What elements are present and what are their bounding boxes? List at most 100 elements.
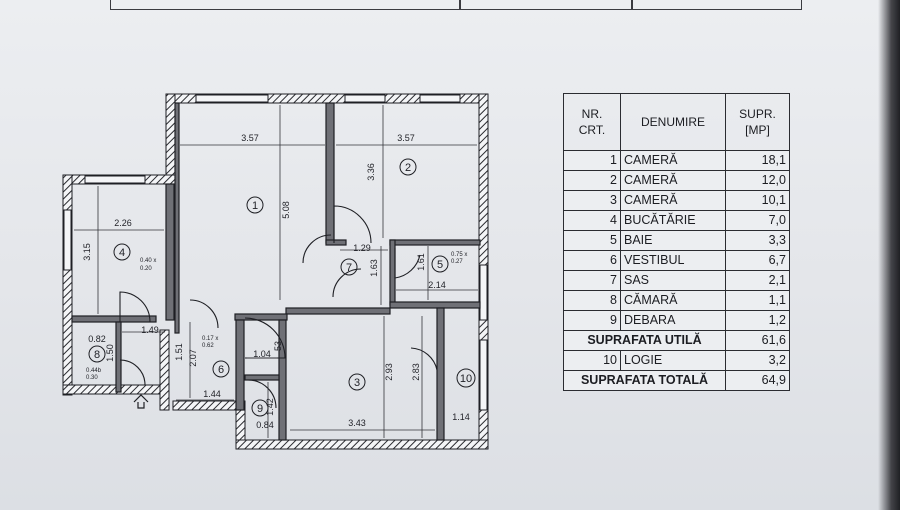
room-number-8: 8 xyxy=(94,349,100,361)
room-circles xyxy=(88,158,476,417)
entrance-arrow-icon xyxy=(133,394,149,409)
row-denumire: BAIE xyxy=(620,230,726,251)
row-suprafata: 2,1 xyxy=(725,270,790,291)
dim-label: 3.57 xyxy=(241,133,259,143)
row-suprafata: 1,2 xyxy=(725,310,790,331)
room-number-6: 6 xyxy=(218,364,224,376)
dimension-labels: 3.57 5.08 3.57 3.36 2.26 3.15 1.29 1.63 … xyxy=(82,133,470,430)
dim-label: 2.93 xyxy=(384,363,394,381)
room-number-10: 10 xyxy=(460,373,472,385)
dim-label: 3.43 xyxy=(348,418,366,428)
row-nr: 3 xyxy=(563,190,621,211)
row-nr: 7 xyxy=(563,270,621,291)
row-suprafata: 18,1 xyxy=(725,150,790,171)
window-bands xyxy=(63,94,488,411)
header-nr: NR. CRT. xyxy=(563,93,621,151)
dim-label: 0.82 xyxy=(88,334,106,344)
window-spec: 0.17 x xyxy=(202,336,218,342)
row-suprafata: 3,3 xyxy=(725,230,790,251)
row-nr: 4 xyxy=(563,210,621,231)
dim-label: 1.50 xyxy=(105,344,115,362)
row-nr: 8 xyxy=(563,290,621,311)
window-spec-labels: 0.40 x 0.20 0.75 x 0.27 0.17 x 0.62 0.44… xyxy=(86,252,467,381)
dim-label: 0.84 xyxy=(256,420,274,430)
useful-area-label: SUPRAFATA UTILĂ xyxy=(563,330,726,351)
dim-label: 1.49 xyxy=(141,325,159,335)
dim-label: 2.07 xyxy=(188,349,198,367)
window-spec: 0.27 xyxy=(451,259,463,265)
window-spec: 0.30 xyxy=(86,375,98,381)
dim-label: 5.08 xyxy=(281,201,291,219)
row-suprafata: 3,2 xyxy=(725,350,790,371)
dim-label: 2.26 xyxy=(114,218,132,228)
row-denumire: CAMERĂ xyxy=(620,170,726,191)
dim-label: 2.83 xyxy=(411,363,421,381)
row-denumire: CAMERĂ xyxy=(620,150,726,171)
room-numbers: 1 2 3 4 5 6 7 8 9 10 xyxy=(94,162,472,415)
dim-label: 3.15 xyxy=(82,243,92,261)
row-nr: 9 xyxy=(563,310,621,331)
total-area-value: 64,9 xyxy=(725,370,790,391)
row-denumire: SAS xyxy=(620,270,726,291)
row-suprafata: 10,1 xyxy=(725,190,790,211)
dim-label: 3.57 xyxy=(397,133,415,143)
dim-label: 1.04 xyxy=(253,349,271,359)
window-spec: 0.62 xyxy=(202,343,214,349)
row-denumire: LOGIE xyxy=(620,350,726,371)
useful-area-value: 61,6 xyxy=(725,330,790,351)
window-spec: 0.44b xyxy=(86,368,102,374)
row-suprafata: 7,0 xyxy=(725,210,790,231)
row-denumire: CĂMARĂ xyxy=(620,290,726,311)
top-table-edge xyxy=(110,0,802,10)
row-denumire: VESTIBUL xyxy=(620,250,726,271)
room-number-5: 5 xyxy=(437,259,443,271)
row-suprafata: 6,7 xyxy=(725,250,790,271)
room-number-1: 1 xyxy=(252,200,258,212)
dim-label: 1.14 xyxy=(452,412,470,422)
row-nr: 1 xyxy=(563,150,621,171)
dim-label: 1.44 xyxy=(203,389,221,399)
dim-label: 1.29 xyxy=(353,243,371,253)
room-number-9: 9 xyxy=(257,403,263,415)
row-nr: 5 xyxy=(563,230,621,251)
row-denumire: CAMERĂ xyxy=(620,190,726,211)
dim-label: 1.51 xyxy=(174,343,184,361)
dim-label: 2.14 xyxy=(428,280,446,290)
dim-label: 1.63 xyxy=(369,259,379,277)
total-area-label: SUPRAFATA TOTALĂ xyxy=(563,370,726,391)
table-header-row: NR. CRT. DENUMIRE SUPR. [MP] xyxy=(563,93,790,151)
header-suprafata: SUPR. [MP] xyxy=(725,93,790,151)
row-nr: 6 xyxy=(563,250,621,271)
row-suprafata: 12,0 xyxy=(725,170,790,191)
room-number-2: 2 xyxy=(405,162,411,174)
window-spec: 0.20 xyxy=(140,266,152,272)
dim-label: 3.36 xyxy=(366,163,376,181)
room-number-3: 3 xyxy=(354,377,360,389)
window-spec: 0.75 x xyxy=(451,252,467,258)
room-number-4: 4 xyxy=(119,247,125,259)
row-denumire: DEBARA xyxy=(620,310,726,331)
header-denumire: DENUMIRE xyxy=(620,93,726,151)
row-nr: 10 xyxy=(563,350,621,371)
row-denumire: BUCĂTĂRIE xyxy=(620,210,726,231)
row-suprafata: 1,1 xyxy=(725,290,790,311)
room-number-7: 7 xyxy=(346,262,352,274)
screen-edge-shadow xyxy=(878,0,900,510)
dim-label: 1.42 xyxy=(265,398,275,416)
window-spec: 0.40 x xyxy=(140,258,156,264)
